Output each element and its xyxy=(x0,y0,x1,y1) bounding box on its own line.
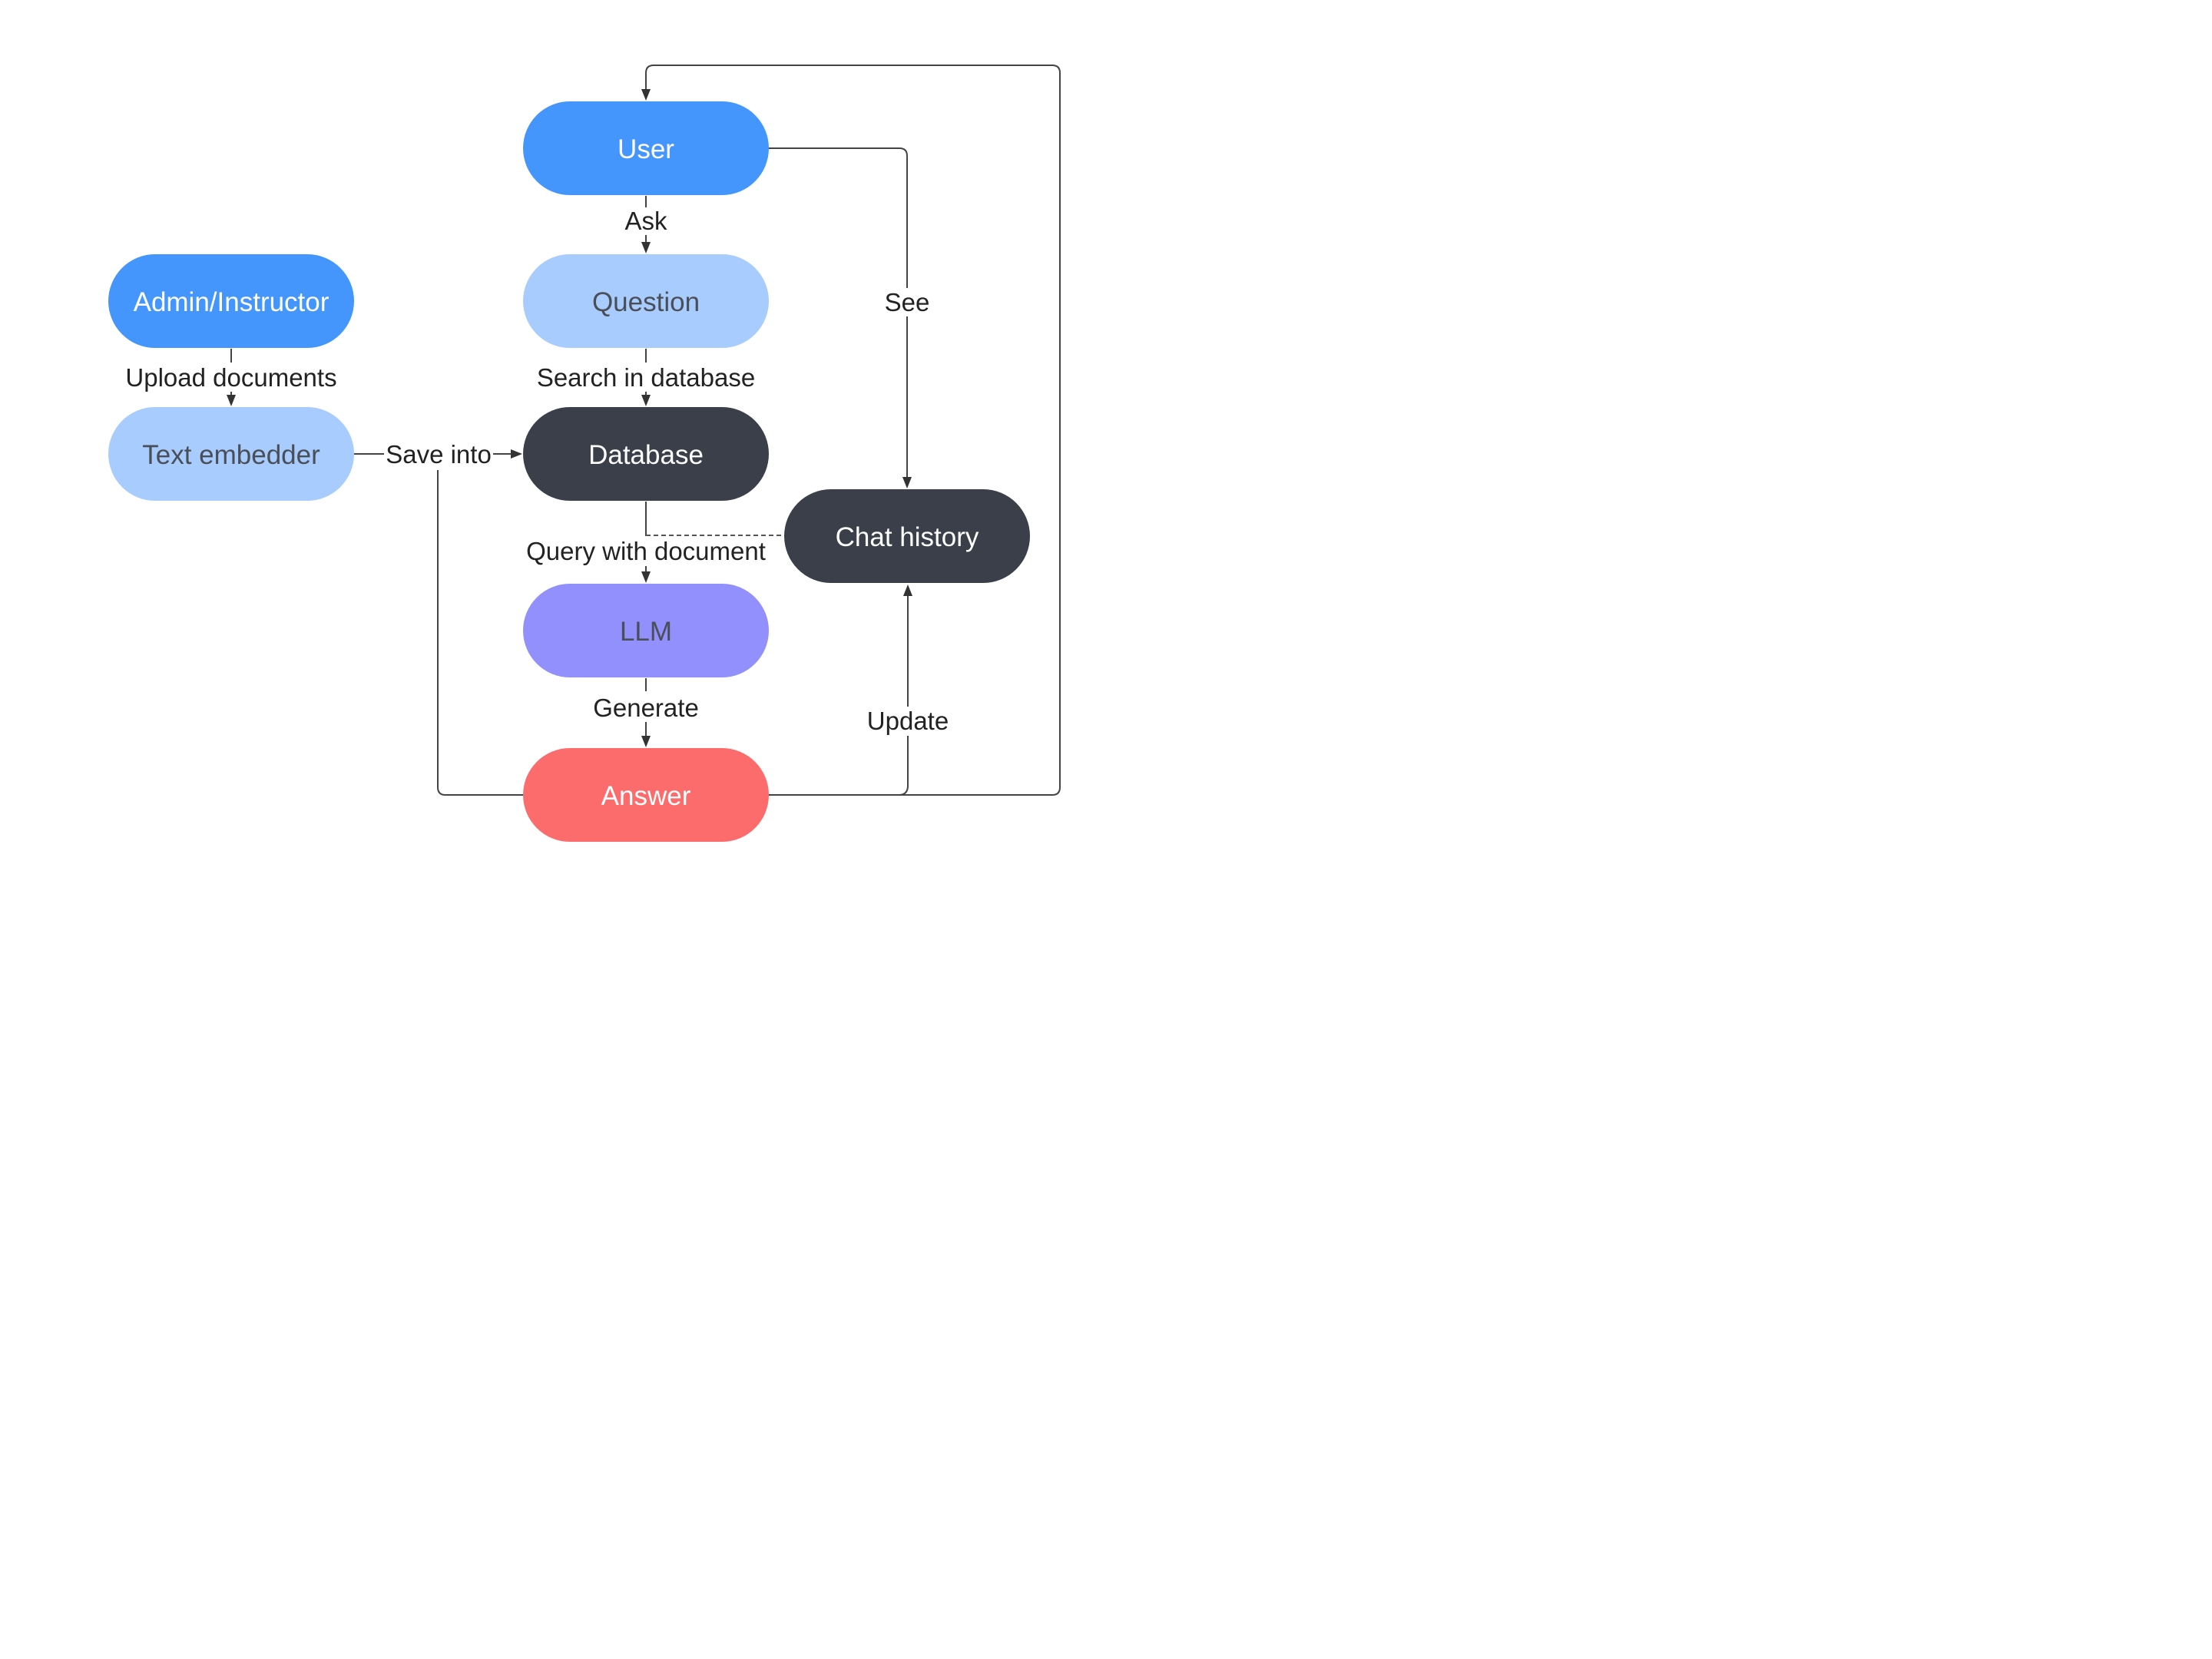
node-llm-label: LLM xyxy=(620,617,672,647)
arrowhead-into-question xyxy=(641,242,651,253)
arrowhead-into-database xyxy=(641,395,651,406)
node-database-label: Database xyxy=(588,440,704,470)
node-user[interactable]: User xyxy=(523,101,769,195)
node-embedder-label: Text embedder xyxy=(142,440,320,470)
edge-label-generate: Generate xyxy=(593,694,699,722)
node-admin-instructor[interactable]: Admin/Instructor xyxy=(108,254,354,348)
arrowhead-into-chat-history-top xyxy=(902,477,912,488)
node-answer-shape xyxy=(523,748,769,842)
node-question-shape xyxy=(523,254,769,348)
edge-answer-left-branch xyxy=(437,470,523,796)
node-user-shape xyxy=(523,101,769,195)
arrowhead-save-into-database xyxy=(511,449,522,459)
node-database-shape xyxy=(523,407,769,501)
edge-label-update: Update xyxy=(867,707,949,735)
node-chat-history[interactable]: Chat history xyxy=(784,489,1030,583)
node-text-embedder[interactable]: Text embedder xyxy=(108,407,354,501)
node-answer[interactable]: Answer xyxy=(523,748,769,842)
arrowhead-into-chat-history-bottom xyxy=(903,584,912,596)
node-user-label: User xyxy=(618,134,674,164)
node-question[interactable]: Question xyxy=(523,254,769,348)
node-chat-history-shape xyxy=(784,489,1030,583)
node-admin-label: Admin/Instructor xyxy=(134,287,329,317)
node-admin-shape xyxy=(108,254,354,348)
flow-diagram: User Question Admin/Instructor Text embe… xyxy=(108,65,1061,842)
node-llm-shape xyxy=(523,584,769,677)
edge-label-upload: Upload documents xyxy=(125,363,336,392)
node-answer-label: Answer xyxy=(601,781,691,811)
node-question-label: Question xyxy=(592,287,700,317)
edge-label-search: Search in database xyxy=(537,363,755,392)
edge-label-query: Query with document xyxy=(526,537,766,565)
node-llm[interactable]: LLM xyxy=(523,584,769,677)
edge-label-see: See xyxy=(885,288,930,316)
edge-answer-to-chat-history xyxy=(898,593,909,796)
arrowhead-into-llm xyxy=(641,571,651,583)
arrowhead-into-embedder xyxy=(227,395,236,406)
edge-label-ask: Ask xyxy=(624,207,667,235)
edge-user-to-chat-history xyxy=(768,147,908,479)
edge-label-save: Save into xyxy=(386,440,492,469)
node-database[interactable]: Database xyxy=(523,407,769,501)
node-embedder-shape xyxy=(108,407,354,501)
arrowhead-into-user xyxy=(641,89,651,101)
edge-answer-to-user-loop xyxy=(645,65,1061,796)
node-chat-history-label: Chat history xyxy=(836,522,979,552)
arrowhead-into-answer xyxy=(641,736,651,747)
